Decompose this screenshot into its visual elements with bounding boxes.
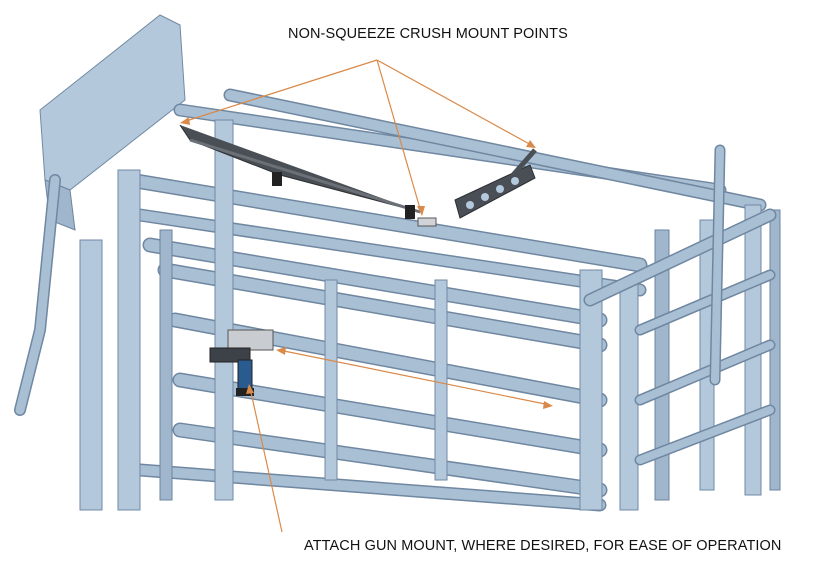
mount-points-label: NON-SQUEEZE CRUSH MOUNT POINTS xyxy=(288,26,568,42)
gun-with-mount xyxy=(209,329,274,396)
annotation-arrows xyxy=(180,59,553,533)
gun-mount-label: ATTACH GUN MOUNT, WHERE DESIRED, FOR EAS… xyxy=(304,538,782,554)
crush-mount-bar xyxy=(179,124,537,227)
crush-frame xyxy=(79,88,781,512)
head-bail xyxy=(14,14,186,416)
